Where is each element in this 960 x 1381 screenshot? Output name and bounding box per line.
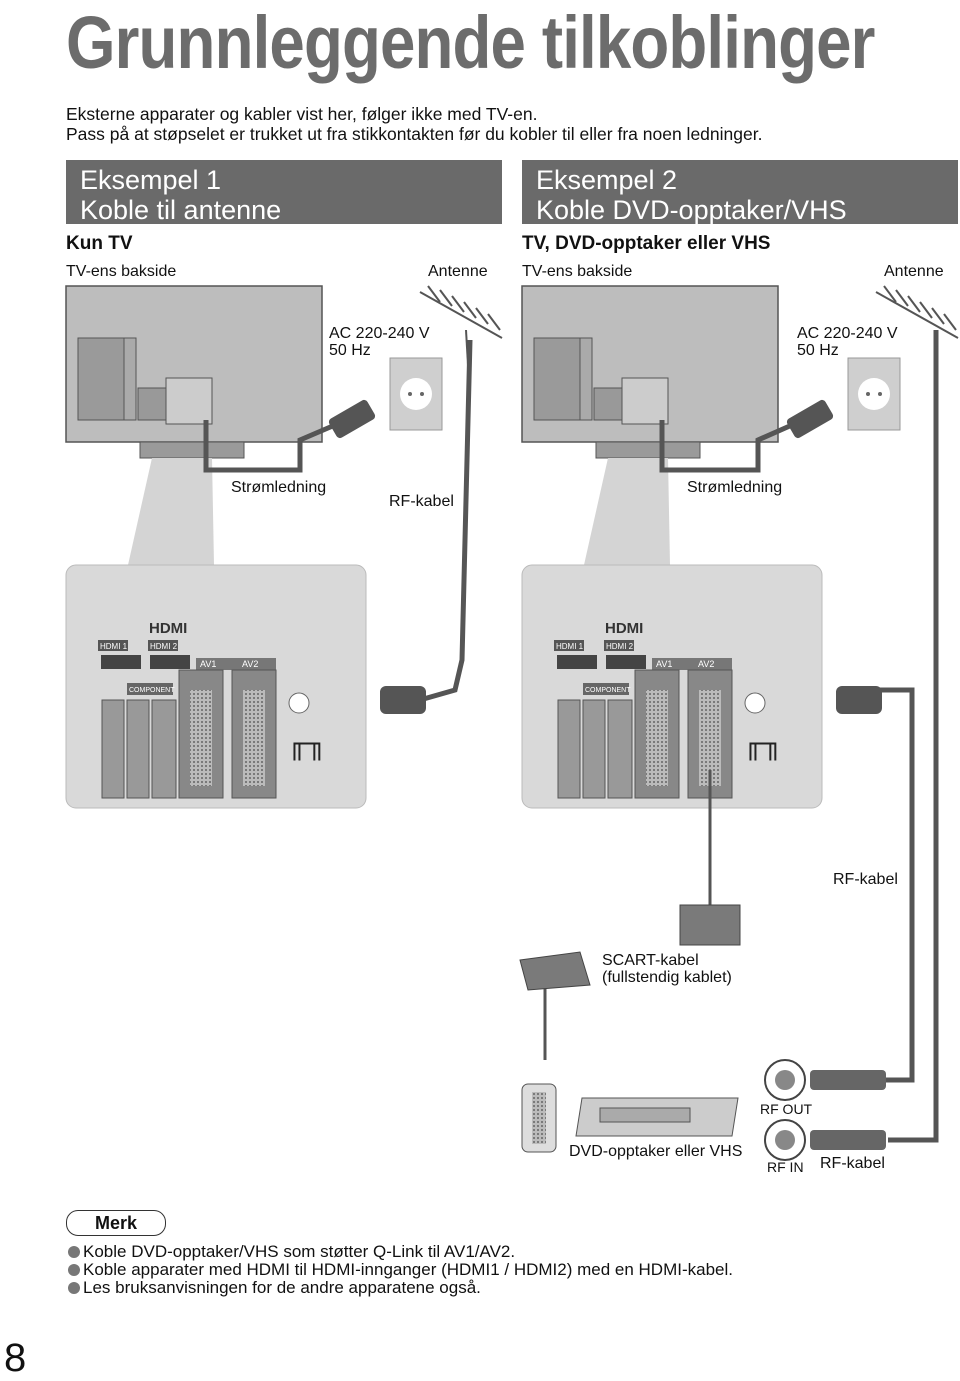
svg-text:╓╖: ╓╖ [743,727,783,761]
example1-power-cord [203,420,336,473]
example1-component-label: COMPONENT [129,687,175,694]
example1-antenna-label: Antenne [428,263,488,280]
bullet-icon [68,1282,80,1294]
note-text: Koble DVD-opptaker/VHS som støtter Q-Lin… [83,1242,516,1261]
example1-power-spec-line2: 50 Hz [329,342,371,359]
example2-power-cord [659,420,794,473]
note-text: Les bruksanvisningen for de andre appara… [83,1278,481,1297]
example1-hdmi-logo: HDMI [149,620,187,637]
example2-component-label: COMPONENT [585,687,631,694]
example2-tv-back-illustration [521,285,779,565]
example2-power-spec-line2: 50 Hz [797,342,839,359]
example2-hdmi2-label: HDMI 2 [606,642,634,651]
example1-band-title: Eksempel 1 [80,165,222,195]
scart-label-line2: (fullstendig kablet) [602,969,732,986]
note-item: Koble apparater med HDMI til HDMI-inngan… [68,1260,733,1280]
example1-connector-panel: ╓╖ HDMI HDMI 1 HDMI 2 AV1 AV2 COMPONENT [65,564,426,809]
rf-out-label: RF OUT [760,1101,813,1117]
example1-plug [328,399,376,439]
example2-plug [786,399,834,439]
example1-hdmi1-label: HDMI 1 [100,642,128,651]
example1-tv-back-illustration [65,285,323,565]
example1-band-subtitle: Koble til antenne [80,195,282,225]
example2-wall-socket [847,357,901,431]
example2-power-spec-line1: AC 220-240 V [797,325,898,342]
rf-in-label: RF IN [767,1159,804,1175]
rf-connectors [764,1059,886,1161]
example1-av2-label: AV2 [242,659,258,669]
recorder-illustration [521,1083,739,1153]
notes-heading: Merk [66,1210,166,1236]
example1-rf-cable [419,339,473,703]
example1-tv-back-label: TV-ens bakside [66,263,177,280]
example1-wall-socket [389,357,443,431]
example2-av1-label: AV1 [656,659,672,669]
example2-antenna-label: Antenne [884,263,944,280]
example2-connector-panel: ╓╖ HDMI HDMI 1 HDMI 2 AV1 AV2 COMPONENT [521,564,882,809]
example1-subtitle: Kun TV [66,233,133,254]
note-item: Les bruksanvisningen for de andre appara… [68,1278,481,1298]
example2-band: Eksempel 2 Koble DVD-opptaker/VHS [522,160,958,225]
scart-cable [519,770,741,1060]
example1-power-spec-line1: AC 220-240 V [329,325,430,342]
example2-rf-cable-antenna [888,330,939,1143]
example2-hdmi1-label: HDMI 1 [556,642,584,651]
example2-power-cord-label: Strømledning [687,479,783,496]
note-text: Koble apparater med HDMI til HDMI-inngan… [83,1260,733,1279]
page-title: Grunnleggende tilkoblinger [66,1,875,84]
page-number: 8 [4,1336,27,1380]
recorder-label: DVD-opptaker eller VHS [569,1143,743,1160]
bullet-icon [68,1246,80,1258]
scart-label-line1: SCART-kabel [602,952,699,969]
example2-antenna [875,285,959,339]
example1-rf-cable-label: RF-kabel [389,493,454,510]
example2-band-title: Eksempel 2 [536,165,678,195]
example2-av2-label: AV2 [698,659,714,669]
example2-band-subtitle: Koble DVD-opptaker/VHS [536,195,847,225]
example2-tv-back-label: TV-ens bakside [522,263,633,280]
example2-hdmi-logo: HDMI [605,620,643,637]
bullet-icon [68,1264,80,1276]
example1-hdmi2-label: HDMI 2 [150,642,178,651]
intro-line-1: Eksterne apparater og kabler vist her, f… [66,104,538,124]
example2-rf-cable-label-top: RF-kabel [833,871,898,888]
example1-av1-label: AV1 [200,659,216,669]
example2-subtitle: TV, DVD-opptaker eller VHS [522,233,771,254]
svg-text:╓╖: ╓╖ [287,727,327,761]
example1-band: Eksempel 1 Koble til antenne [66,160,502,225]
intro-line-2: Pass på at støpselet er trukket ut fra s… [66,124,763,144]
example2-rf-cable-label-bottom: RF-kabel [820,1155,885,1172]
note-item: Koble DVD-opptaker/VHS som støtter Q-Lin… [68,1242,515,1262]
example1-power-cord-label: Strømledning [231,479,327,496]
